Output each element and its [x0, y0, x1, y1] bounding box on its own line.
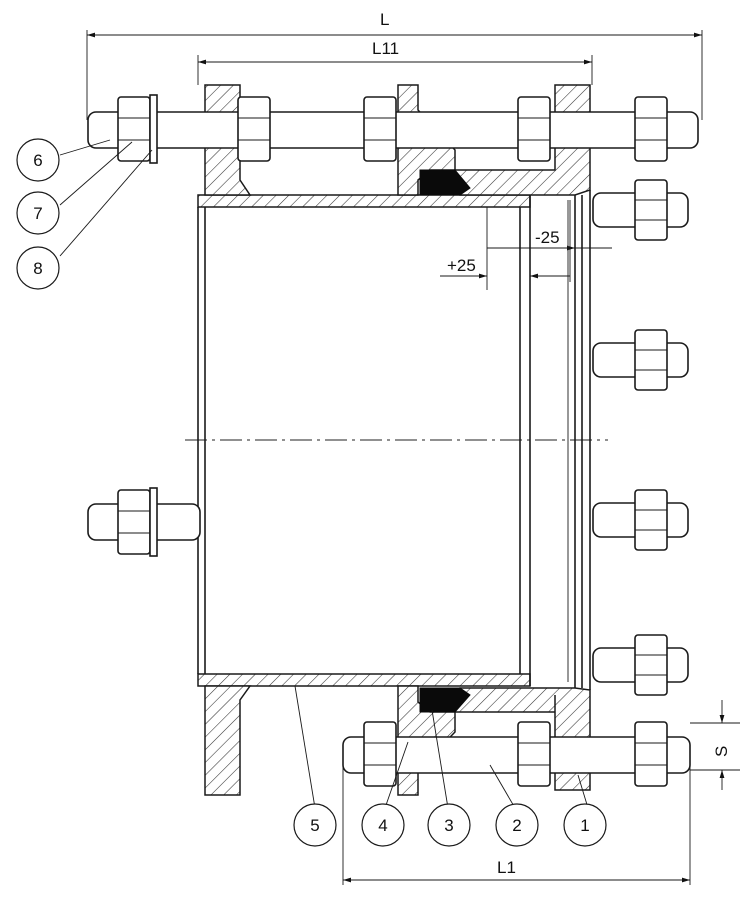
part-number-3: 3 — [444, 816, 453, 835]
dimension-label-L11: L11 — [372, 39, 399, 58]
dimension-label-L1: L1 — [497, 858, 516, 877]
part-bubble-2: 2 — [495, 803, 539, 847]
part-bubble-7: 7 — [16, 191, 60, 235]
part-number-6: 6 — [33, 151, 42, 170]
stud-bolts-right — [592, 192, 689, 683]
gasket-top — [419, 169, 471, 196]
part-number-1: 1 — [580, 816, 589, 835]
tie-rod-bottom — [342, 736, 691, 774]
gasket-bottom — [419, 687, 471, 713]
part-number-8: 8 — [33, 259, 42, 278]
dimension-L11: L11 — [197, 39, 593, 85]
dimension-plus-25: +25 — [440, 200, 571, 282]
part-bubble-4: 4 — [361, 803, 405, 847]
dimension-label-minus-25: -25 — [535, 228, 560, 247]
pipe-spigot — [197, 194, 531, 687]
part-number-5: 5 — [310, 816, 319, 835]
part-bubble-6: 6 — [16, 138, 60, 182]
dimension-label-S: S — [712, 746, 731, 757]
part-number-7: 7 — [33, 204, 42, 223]
dimension-label-L: L — [380, 10, 389, 29]
part-bubble-8: 8 — [16, 246, 60, 290]
part-bubble-1: 1 — [563, 803, 607, 847]
leader-lines — [59, 139, 589, 809]
dimension-S: S — [690, 700, 740, 790]
dimension-L: L — [86, 10, 703, 120]
part-bubble-3: 3 — [427, 803, 471, 847]
part-bubble-5: 5 — [293, 803, 337, 847]
dimension-label-plus-25: +25 — [447, 256, 476, 275]
nuts — [117, 94, 668, 787]
part-number-4: 4 — [378, 816, 387, 835]
part-number-2: 2 — [512, 816, 521, 835]
